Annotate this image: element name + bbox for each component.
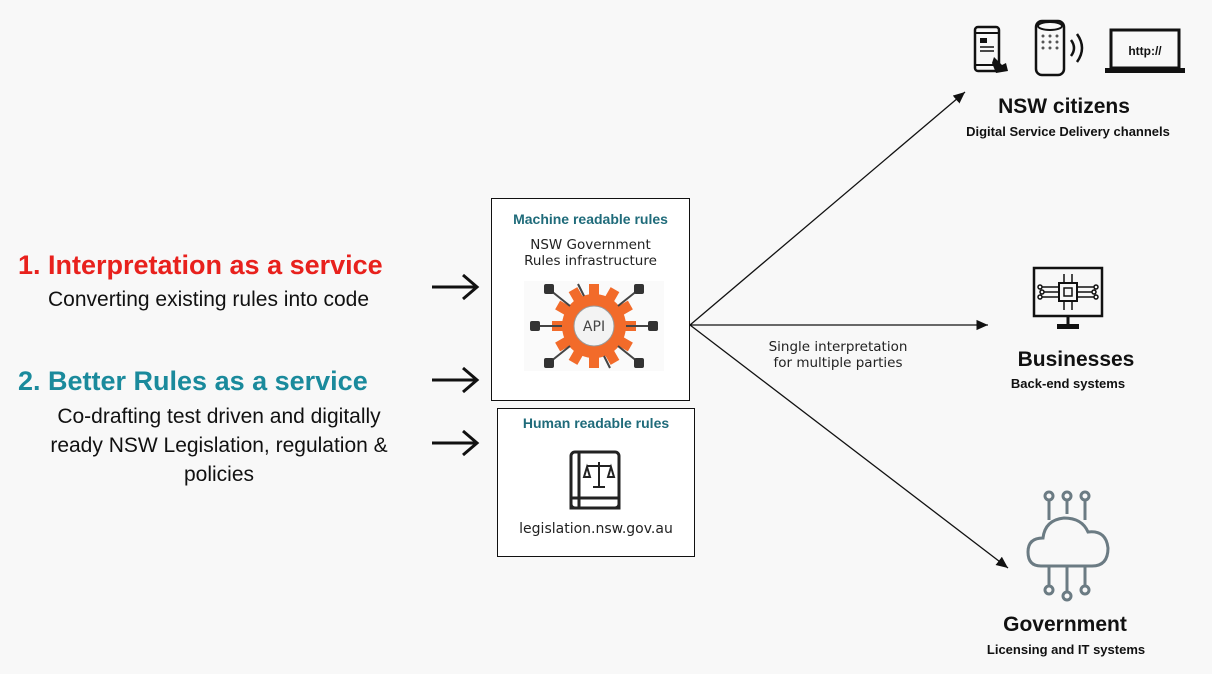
government-subtitle: Licensing and IT systems [986, 642, 1146, 657]
laptop-icon: http:// [1105, 28, 1185, 73]
api-label: API [583, 319, 605, 335]
single-interpretation-note: Single interpretation for multiple parti… [748, 339, 928, 371]
better-rules-subtitle-line: policies [183, 463, 255, 486]
businesses-subtitle: Back-end systems [1010, 376, 1126, 391]
human-box-title: Human readable rules [522, 415, 670, 431]
cloud-network-icon [1026, 490, 1110, 602]
browser-url-text: http:// [1128, 44, 1162, 58]
note-line: Single interpretation [768, 339, 908, 355]
caption-line: Rules infrastructure [524, 253, 657, 269]
smart-speaker-icon [1034, 19, 1084, 77]
machine-readable-rules-box: Machine readable rules NSW Government Ru… [491, 198, 690, 401]
mobile-phone-icon [973, 25, 1008, 73]
connector-citizens [689, 91, 966, 326]
citizens-subtitle: Digital Service Delivery channels [966, 124, 1170, 139]
caption-line: NSW Government [530, 237, 651, 253]
better-rules-subtitle-line: ready NSW Legislation, regulation & [50, 434, 388, 457]
connector-government [689, 324, 1009, 569]
arrow-right-icon [432, 366, 480, 394]
interpretation-title: 1. Interpretation as a service [18, 250, 383, 280]
better-rules-subtitle: Co-drafting test driven and digitally re… [14, 402, 424, 489]
better-rules-subtitle-line: Co-drafting test driven and digitally [57, 405, 381, 428]
arrow-right-icon [432, 273, 480, 301]
citizens-title: NSW citizens [998, 95, 1130, 118]
machine-box-title: Machine readable rules [513, 211, 668, 227]
machine-box-caption: NSW Government Rules infrastructure [492, 237, 689, 269]
better-rules-title: 2. Better Rules as a service [18, 366, 368, 396]
legislation-url: legislation.nsw.gov.au [519, 521, 673, 537]
government-title: Government [1003, 613, 1127, 636]
interpretation-subtitle: Converting existing rules into code [48, 288, 370, 311]
gear-api-icon: API [524, 281, 664, 371]
human-readable-rules-box: Human readable rules legislation.nsw.gov… [497, 408, 695, 557]
note-line: for multiple parties [773, 355, 903, 371]
businesses-title: Businesses [1017, 348, 1135, 371]
law-book-icon [569, 450, 621, 510]
computer-chip-monitor-icon [1032, 266, 1104, 329]
arrow-right-icon [432, 429, 480, 457]
